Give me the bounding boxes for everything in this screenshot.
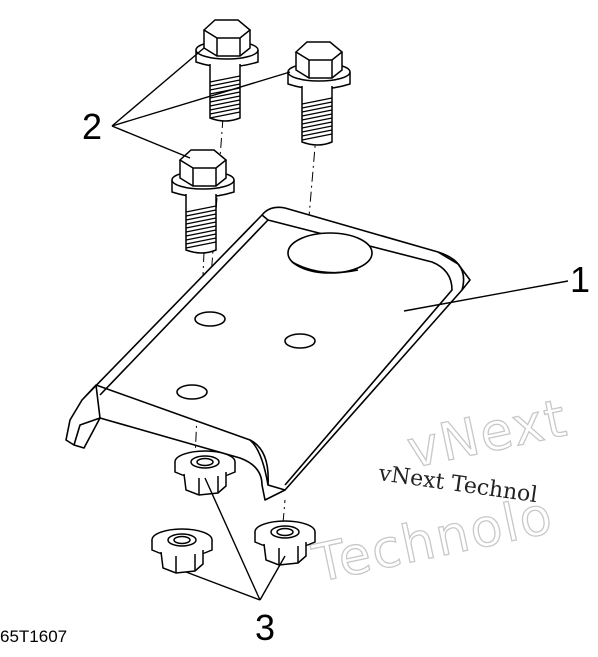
nut-top <box>174 450 236 496</box>
callout-3: 3 <box>255 607 275 648</box>
bolt-top-right <box>287 41 351 146</box>
bracket-part <box>65 206 471 501</box>
callout-1: 1 <box>570 259 590 300</box>
nut-bottom-left <box>151 528 213 574</box>
leader-lines <box>111 47 569 601</box>
figure-id: 65T1607 <box>0 627 67 646</box>
bolt-middle <box>171 149 235 254</box>
bolt-top-left <box>195 19 259 122</box>
callout-2: 2 <box>82 106 102 147</box>
nut-bottom-right <box>254 520 316 566</box>
